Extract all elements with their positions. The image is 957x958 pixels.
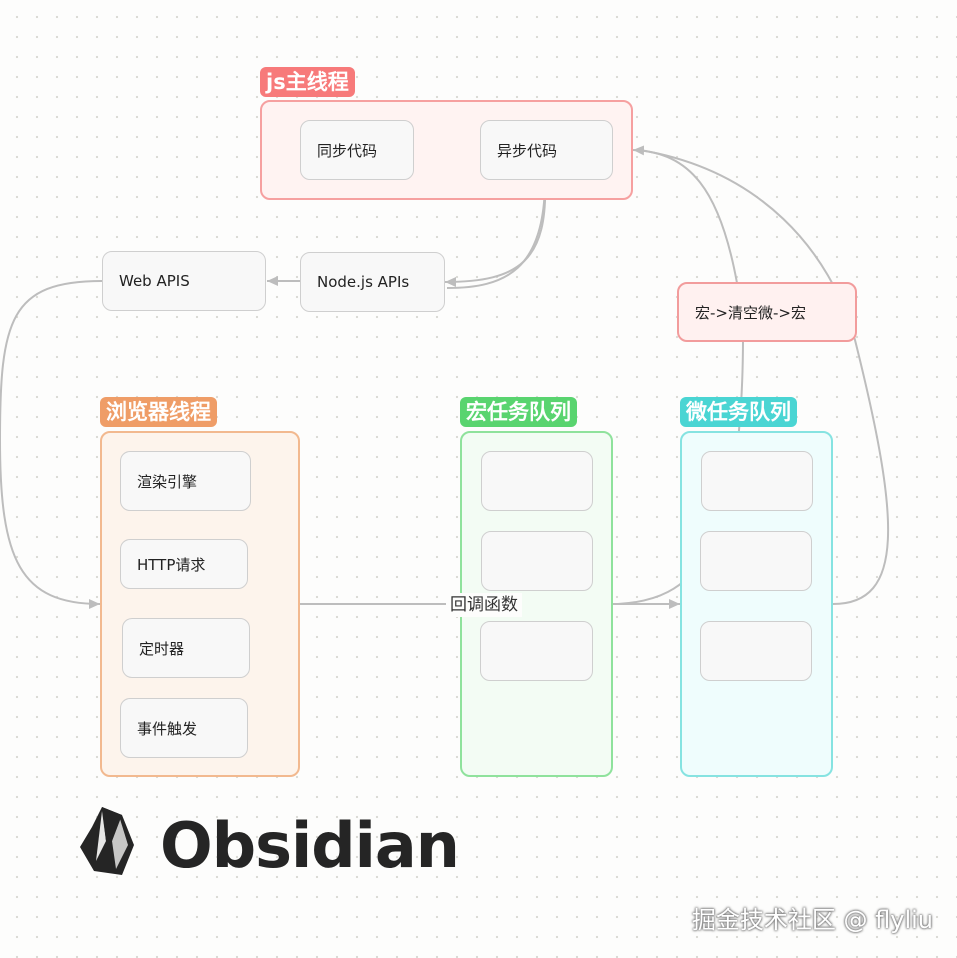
- edge-web-to-browser: [0, 280, 103, 609]
- render-engine-card[interactable]: 渲染引擎: [120, 451, 251, 511]
- edge-note-to-async: [632, 145, 738, 284]
- event-trigger-card[interactable]: 事件触发: [120, 698, 248, 758]
- macro-task-slot[interactable]: [480, 621, 593, 681]
- micro-task-queue-label: 微任务队列: [680, 397, 797, 427]
- callback-edge-label: 回调函数: [446, 593, 522, 617]
- async-code-card[interactable]: 异步代码: [480, 120, 613, 180]
- micro-task-slot[interactable]: [700, 531, 812, 591]
- macro-task-slot[interactable]: [481, 451, 593, 511]
- watermark: 掘金技术社区 @ flyliu: [691, 906, 933, 934]
- http-request-card[interactable]: HTTP请求: [120, 539, 248, 589]
- edge-micro-loop-to-async: [639, 149, 890, 605]
- loop-note-card[interactable]: 宏->清空微->宏: [677, 282, 857, 342]
- micro-task-slot[interactable]: [701, 451, 813, 511]
- edge-async-to-node-2: [446, 179, 546, 289]
- micro-task-slot[interactable]: [700, 621, 812, 681]
- obsidian-wordmark: Obsidian: [160, 809, 460, 882]
- sync-code-card[interactable]: 同步代码: [300, 120, 414, 180]
- macro-task-slot[interactable]: [481, 531, 593, 591]
- obsidian-logo-icon: [80, 807, 134, 875]
- web-apis-card[interactable]: Web APIS: [102, 251, 266, 311]
- timer-card[interactable]: 定时器: [122, 618, 250, 678]
- macro-task-queue-label: 宏任务队列: [460, 397, 577, 427]
- node-apis-card[interactable]: Node.js APIs: [300, 252, 445, 312]
- browser-thread-label: 浏览器线程: [100, 397, 217, 427]
- js-main-thread-label: js主线程: [260, 67, 355, 97]
